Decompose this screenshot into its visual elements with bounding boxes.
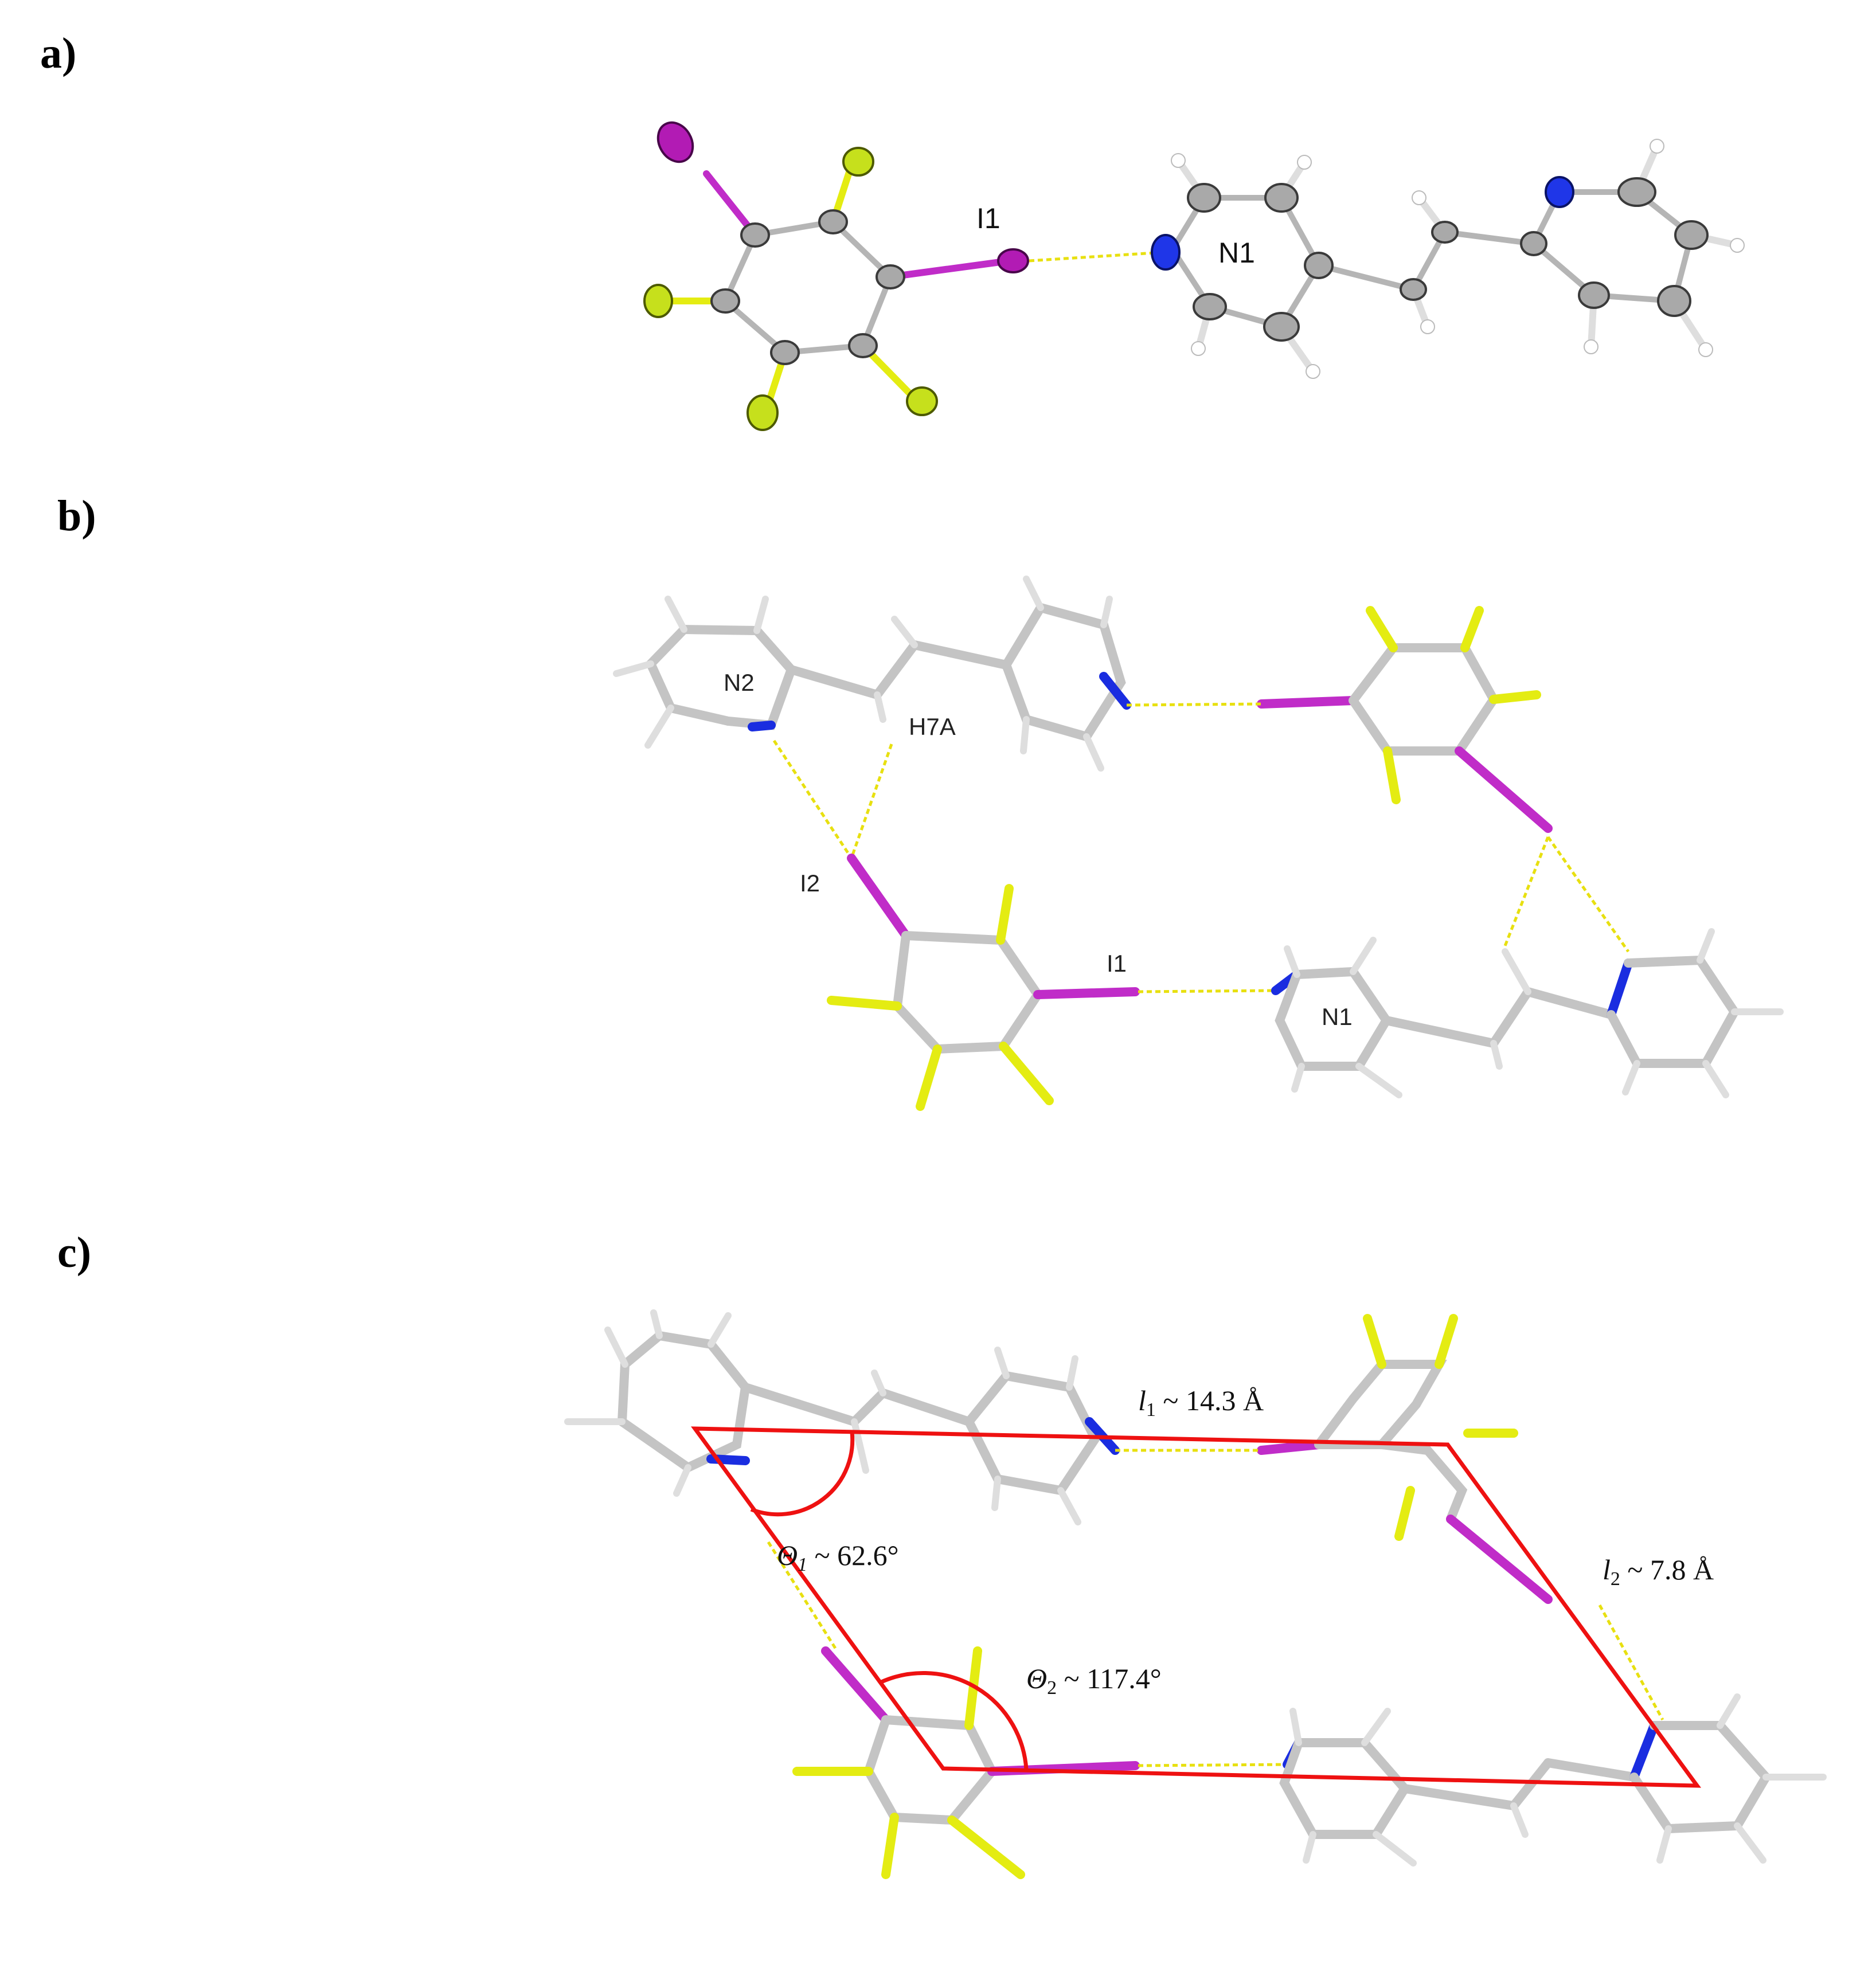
panel-b-cocrystal-dimer: N2 H7A I2 I1 N1	[613, 576, 1784, 1111]
panel-b-top-molecule	[613, 576, 1131, 772]
panel-c-xb-right	[1598, 1604, 1664, 1721]
panel-b-xb-i2-h7a	[850, 744, 893, 859]
panel-b-top-arene	[1257, 606, 1553, 833]
panel-b-xb-i2-n2	[772, 740, 853, 859]
panel-a-pyridylethylene	[1151, 139, 1745, 379]
panel-label-c: c)	[57, 1228, 91, 1277]
panel-c-packing-parallelogram: l1 ~ 14.3 Å l2 ~ 7.8 Å Θ1 ~ 62.6° Θ2 ~ 1…	[564, 1309, 1827, 1879]
panel-c-xb-bottom	[1138, 1763, 1288, 1767]
panel-b-xb-right-1	[1503, 836, 1550, 946]
panel-b-xb-right-2	[1546, 836, 1630, 953]
panel-c-xb-left	[767, 1541, 839, 1652]
panel-a-halogen-bond	[1029, 251, 1164, 263]
panel-label-b: b)	[57, 492, 96, 540]
panel-b-label-I1: I1	[1107, 950, 1127, 977]
panel-c-l2-label: l2 ~ 7.8 Å	[1603, 1554, 1714, 1590]
panel-b-label-N1: N1	[1322, 1003, 1353, 1030]
panel-c-top-arene	[1257, 1314, 1553, 1604]
panel-b-xb-top	[1126, 702, 1262, 707]
panel-b-xb-bottom	[1138, 989, 1276, 993]
panel-c-theta1-arc	[750, 1431, 855, 1517]
panel-c-theta2-arc	[879, 1670, 1029, 1770]
panel-a-ortep: I1 N1	[643, 121, 1745, 431]
panel-b-bottom-arene	[827, 854, 1140, 1111]
panel-a-label-N1: N1	[1218, 237, 1255, 269]
panel-c-theta1-label: Θ1 ~ 62.6°	[777, 1539, 899, 1575]
panel-b-label-I2: I2	[800, 870, 820, 897]
panel-b-bottom-molecule	[1271, 928, 1784, 1098]
panel-c-bottom-molecule	[1279, 1693, 1827, 1867]
panel-b-label-H7A: H7A	[909, 713, 956, 740]
panel-c-unit-parallelogram	[691, 1426, 1702, 1788]
panel-a-perhaloarene	[643, 121, 1029, 431]
panel-c-l1-label: l1 ~ 14.3 Å	[1138, 1384, 1264, 1421]
panel-label-a: a)	[40, 29, 76, 77]
panel-a-label-I1: I1	[976, 202, 1000, 234]
panel-b-label-N2: N2	[724, 669, 755, 696]
panel-c-theta2-label: Θ2 ~ 117.4°	[1026, 1662, 1162, 1699]
panel-c-top-molecule	[564, 1309, 1120, 1525]
